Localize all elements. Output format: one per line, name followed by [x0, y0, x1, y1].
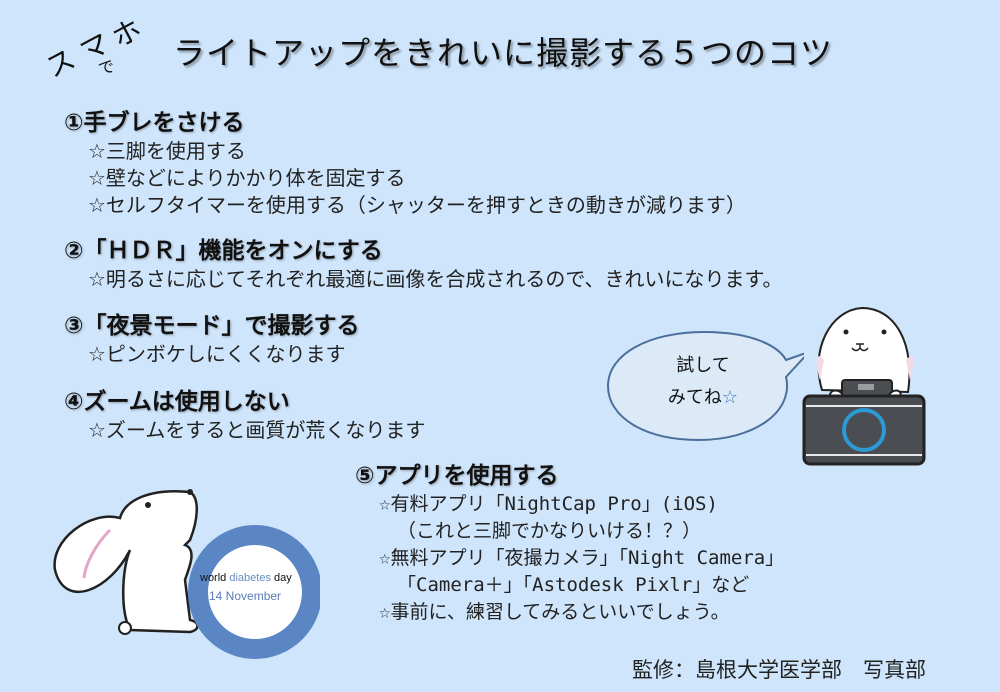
page-title: ライトアップをきれいに撮影する５つのコツ	[173, 34, 834, 72]
logo-title: world diabetes day	[200, 572, 292, 584]
section-heading: ①手ブレをさける	[64, 110, 245, 136]
list-item: ☆セルフタイマーを使用する（シャッターを押すときの動きが減ります）	[88, 193, 746, 217]
list-item: ☆三脚を使用する	[88, 139, 246, 163]
list-item: ☆ピンボケしにくくなります	[88, 342, 346, 366]
bunny-icon	[53, 489, 199, 635]
section-heading: ③「夜景モード」で撮影する	[64, 313, 360, 339]
section-3: ③「夜景モード」で撮影する ☆ピンボケしにくくなります	[64, 311, 359, 368]
speech-bubble	[606, 330, 804, 442]
list-item: ☆事前に、練習してみるといいでしょう。	[379, 601, 730, 623]
section-heading: ②「ＨＤＲ」機能をオンにする	[64, 238, 383, 264]
logo-date: 14 November	[209, 589, 282, 603]
section-4: ④ズームは使用しない ☆ズームをすると画質が荒くなります	[64, 387, 425, 444]
list-item: ☆有料アプリ「NightCap Pro」(iOS)	[379, 493, 718, 515]
deco-char-su: ス	[40, 42, 81, 85]
bunny-with-logo-illustration	[53, 489, 320, 659]
section-5: ⑤アプリを使用する ☆有料アプリ「NightCap Pro」(iOS) （これと…	[355, 461, 784, 626]
bunny-with-camera-illustration	[802, 306, 926, 466]
list-item: ☆ズームをすると画質が荒くなります	[88, 418, 426, 442]
list-item: （これと三脚でかなりいける！？）	[397, 520, 702, 542]
camera-icon	[802, 379, 926, 466]
list-item: 「Camera＋」「Astodesk Pixlr」など	[397, 574, 750, 596]
smartphone-deco-text: ス マ ホ で	[40, 12, 150, 85]
section-2: ②「ＨＤＲ」機能をオンにする ☆明るさに応じてそれぞれ最適に画像を合成されるので…	[64, 236, 783, 293]
list-item: ☆壁などによりかかり体を固定する	[88, 166, 406, 190]
section-1: ①手ブレをさける ☆三脚を使用する ☆壁などによりかかり体を固定する ☆セルフタ…	[64, 108, 746, 219]
supervision-credit: 監修：島根大学医学部 写真部	[632, 658, 926, 682]
star-icon: ☆	[721, 387, 739, 408]
bubble-line-1: 試して	[676, 355, 730, 376]
bubble-text: 試して みてね☆	[648, 350, 758, 414]
bubble-line-2: みてね☆	[667, 387, 739, 408]
section-heading: ⑤アプリを使用する	[355, 463, 559, 489]
list-item: ☆明るさに応じてそれぞれ最適に画像を合成されるので、きれいになります。	[88, 267, 783, 291]
list-item: ☆無料アプリ「夜撮カメラ」「Night Camera」	[379, 547, 785, 569]
world-diabetes-day-logo	[188, 525, 320, 659]
bunny-head-icon	[816, 306, 914, 394]
section-heading: ④ズームは使用しない	[64, 389, 290, 415]
